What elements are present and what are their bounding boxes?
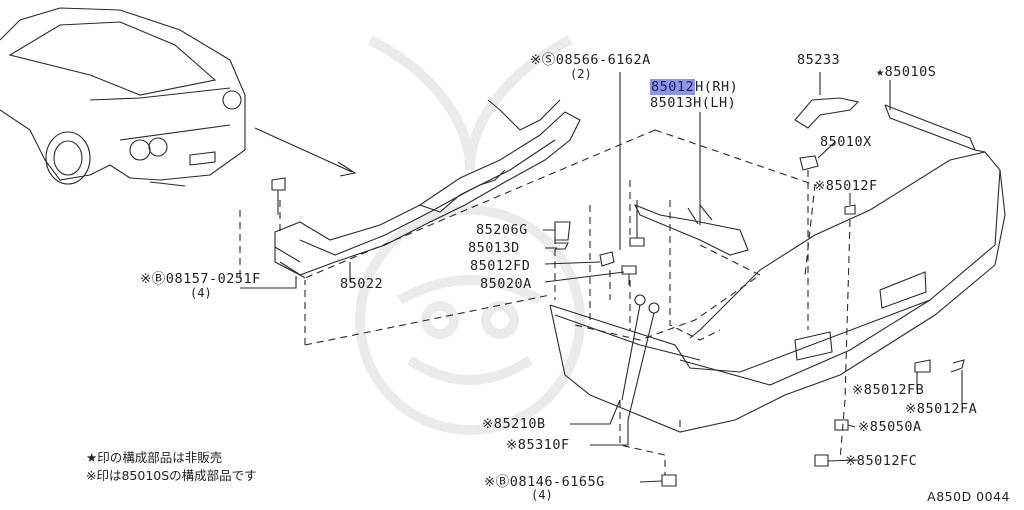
- label-part-85012fa[interactable]: ※85012FA: [905, 401, 978, 417]
- label-part-85013h[interactable]: 85013H(LH): [650, 95, 737, 111]
- bracket-85233: [794, 97, 860, 129]
- label-bolt-08566-qty: (2): [570, 67, 592, 81]
- label-part-85020a[interactable]: 85020A: [480, 276, 532, 292]
- part-85012h-suffix: H(RH): [695, 79, 739, 95]
- watermark-emblem: [355, 35, 585, 435]
- car-rear-view: [0, 7, 246, 187]
- note-component-parts: ※印は85010Sの構成部品です: [86, 468, 257, 483]
- side-bracket-85012h: [633, 203, 749, 256]
- assembly-guides: [239, 129, 851, 475]
- fasteners: [271, 155, 965, 487]
- note-non-sale-parts: ★印の構成部品は非販売: [86, 450, 223, 465]
- label-part-85012fc[interactable]: ※85012FC: [845, 453, 918, 469]
- label-part-85012h[interactable]: 85012H(RH): [650, 79, 738, 95]
- diagram-code: A850D 0044: [927, 489, 1010, 504]
- label-bolt-08157-qty: (4): [190, 286, 212, 300]
- label-part-85310f[interactable]: ※85310F: [506, 437, 570, 453]
- label-bolt-08146-qty: (4): [531, 488, 553, 502]
- label-part-85233[interactable]: 85233: [797, 52, 841, 68]
- label-part-85206g[interactable]: 85206G: [476, 222, 528, 238]
- label-bolt-08566: ※Ⓢ08566-6162A: [530, 52, 651, 68]
- label-bolt-08157: ※Ⓑ08157-0251F: [140, 271, 261, 287]
- highlighted-part-number: 85012: [650, 79, 696, 95]
- label-part-85022[interactable]: 85022: [340, 276, 384, 292]
- label-part-85012fd[interactable]: 85012FD: [470, 258, 531, 274]
- direction-arrow: [254, 127, 357, 177]
- leader-lines: [240, 72, 963, 483]
- label-part-85050a[interactable]: ※85050A: [858, 419, 922, 435]
- label-part-85013d[interactable]: 85013D: [468, 240, 520, 256]
- label-part-85210b[interactable]: ※85210B: [482, 416, 546, 432]
- label-part-85010s[interactable]: ★85010S: [876, 64, 937, 80]
- reinforcement-85022: [274, 99, 581, 279]
- label-bolt-08146: ※Ⓑ08146-6165G: [484, 474, 605, 490]
- label-part-85012f[interactable]: ※85012F: [814, 178, 878, 194]
- label-part-85012fb[interactable]: ※85012FB: [852, 382, 925, 398]
- label-part-85010x[interactable]: 85010X: [820, 134, 872, 150]
- bumper-fascia: [549, 104, 1006, 433]
